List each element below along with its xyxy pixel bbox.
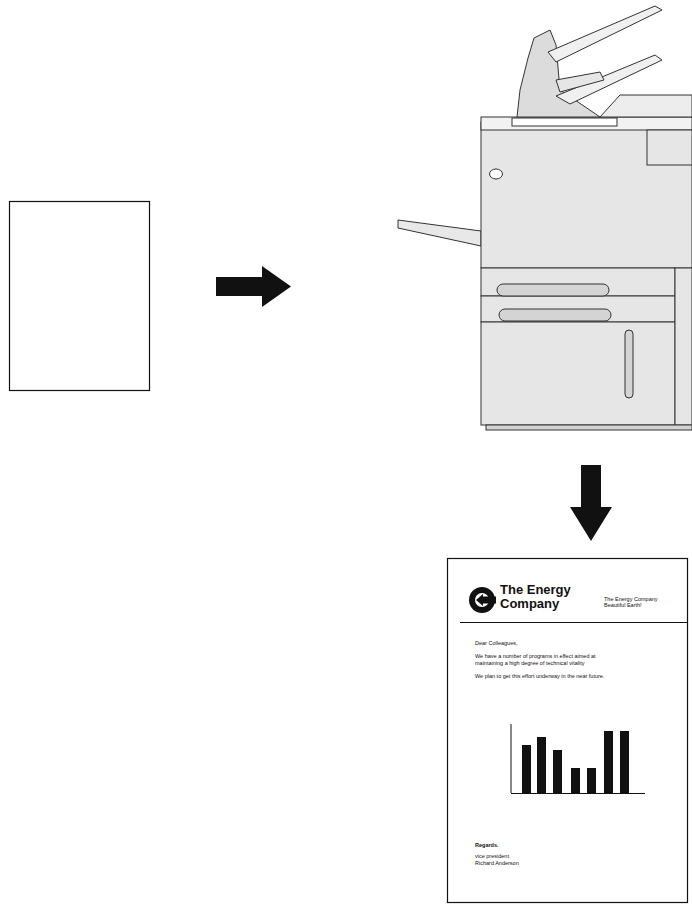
printer — [398, 6, 692, 430]
signatory-title: vice president — [475, 853, 655, 860]
flow-arrow — [570, 465, 612, 541]
company-logo — [469, 587, 496, 613]
bar-chart — [511, 724, 645, 794]
blank-page — [10, 202, 150, 391]
flow-arrow — [216, 266, 291, 307]
letter-paragraph: We have a number of programs in effect a… — [475, 653, 625, 668]
printed-page — [448, 559, 688, 903]
signatory-name: Richard Anderson — [475, 860, 655, 867]
company-tagline: The Energy Company Beautiful Earth! — [604, 596, 664, 609]
letter-paragraph: We plan to get this effort underway in t… — [475, 673, 675, 680]
salutation: Dear Colleagues, — [475, 640, 655, 647]
closing: Regards. — [475, 842, 655, 849]
printed-document: The Energy Company The Energy Company Bea… — [448, 559, 687, 902]
header-rule — [460, 622, 688, 623]
company-name: The Energy Company — [500, 583, 582, 612]
